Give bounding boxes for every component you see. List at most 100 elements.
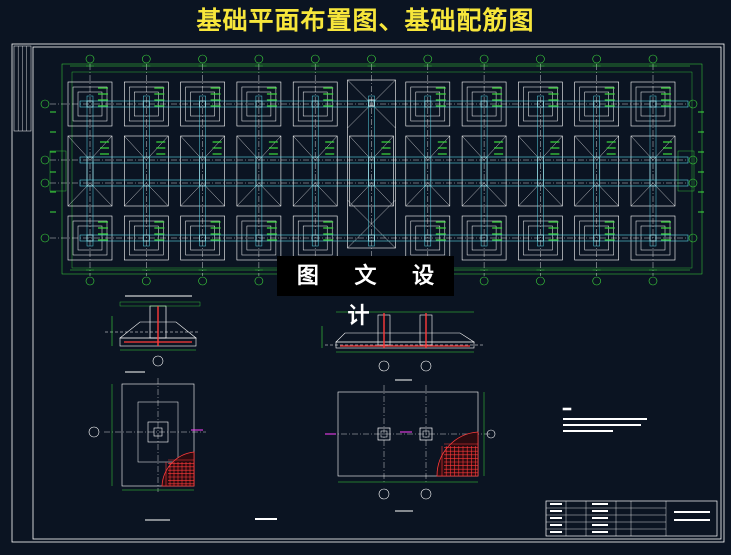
footing-step: [302, 225, 328, 251]
isolated-footing: [124, 215, 169, 261]
axis-bubble-top: [536, 54, 545, 64]
axis-bubble-right: [688, 178, 698, 188]
slope-line: [518, 135, 541, 161]
slope-line: [596, 182, 619, 207]
footing-outline: [236, 215, 282, 261]
combined-footing: [574, 135, 620, 207]
title-block-text: [592, 531, 608, 533]
axis-bubble-bottom: [142, 276, 151, 286]
axis-bubble-left: [40, 233, 50, 243]
footing-slope: [119, 321, 197, 339]
title-block-text: [592, 503, 608, 505]
footing-outline: [518, 81, 563, 127]
footing-outline: [461, 81, 507, 127]
slope-line: [146, 182, 169, 207]
title-block-text: [550, 524, 562, 526]
axis-bubble-bottom: [536, 276, 545, 286]
slope-line: [349, 182, 372, 207]
footing-outline: [461, 135, 507, 207]
slope-line: [630, 182, 654, 207]
slope-line: [405, 135, 428, 161]
combined-footing: [349, 135, 394, 207]
title-block-text: [592, 510, 608, 512]
rebar-mesh-area: [436, 431, 479, 477]
slope-line: [652, 182, 676, 207]
footing-outline: [405, 135, 451, 207]
footing-outline: [630, 135, 676, 207]
tie-beam-horizontal: [79, 234, 689, 242]
title-block: [545, 500, 718, 537]
axis-bubble-top: [479, 54, 489, 64]
axis-bubble-left: [40, 99, 50, 109]
footing-step: [415, 225, 441, 251]
footing-step: [72, 220, 108, 256]
title-block-frame: [545, 500, 718, 537]
footing-step: [635, 220, 671, 256]
footing-step: [523, 220, 558, 256]
slope-line: [349, 135, 372, 161]
combined-footing: [405, 135, 451, 207]
isolated-footing: [180, 215, 225, 261]
footing-outline: [124, 215, 169, 261]
title-block-text: [550, 503, 562, 505]
plan-dimension-frame-inner: [71, 71, 693, 269]
footing-outline: [292, 135, 338, 207]
footing-step: [241, 86, 277, 122]
footing-step: [246, 91, 272, 117]
isolated-footing: [461, 81, 507, 127]
slope-line: [124, 182, 147, 207]
footing-step: [190, 91, 215, 117]
title-block-text: [550, 517, 562, 519]
footing-step: [246, 225, 272, 251]
slope-line: [461, 135, 485, 161]
slope-line: [180, 182, 203, 207]
slope-line: [347, 79, 396, 129]
tie-beam-vertical: [593, 95, 600, 247]
axis-bubble-left: [40, 178, 50, 188]
axis-bubble-top: [592, 54, 602, 64]
tie-beam-vertical: [649, 95, 657, 247]
title-block-text: [592, 524, 608, 526]
caption-bar: [255, 518, 277, 520]
footing-outline: [124, 81, 169, 127]
footing-step: [241, 220, 277, 256]
footing-step: [471, 225, 497, 251]
slope-line: [293, 182, 316, 207]
title-block-text: [550, 531, 562, 533]
slope-line: [427, 182, 450, 207]
rebar-mesh: [436, 431, 479, 477]
footing-step: [471, 91, 497, 117]
slope-line: [461, 182, 485, 207]
footing-step: [466, 220, 502, 256]
tie-beam-horizontal: [79, 100, 689, 108]
slope-line: [540, 182, 563, 207]
footing-step: [410, 86, 446, 122]
isolated-footing: [630, 215, 676, 261]
footing-outline: [518, 135, 563, 207]
footing-outline: [292, 81, 338, 127]
footing-step: [185, 86, 220, 122]
title-block-text: [592, 517, 608, 519]
footing-step: [579, 86, 614, 122]
footing-outline: [236, 81, 282, 127]
slope-line: [67, 135, 91, 161]
notes-heading: [562, 407, 572, 411]
footing-step: [410, 220, 446, 256]
section-label-bubble: [378, 360, 390, 372]
axis-bubble: [420, 488, 432, 500]
footing-step: [129, 220, 164, 256]
footing-outline: [574, 215, 620, 261]
axis-bubble-right: [688, 233, 698, 243]
rebar-mesh: [161, 451, 195, 487]
footing-outline: [630, 81, 676, 127]
footing-outline: [574, 81, 620, 127]
footing-outline: [461, 215, 507, 261]
axis-bubble-bottom: [85, 276, 95, 286]
axis-bubble-top: [198, 54, 207, 64]
footing-step: [72, 86, 108, 122]
footing-outline: [405, 81, 451, 127]
axis-bubble-top: [648, 54, 658, 64]
footing-outline: [67, 135, 113, 207]
title-block-drawing-name: [674, 511, 710, 513]
section-1-1: [105, 295, 201, 367]
